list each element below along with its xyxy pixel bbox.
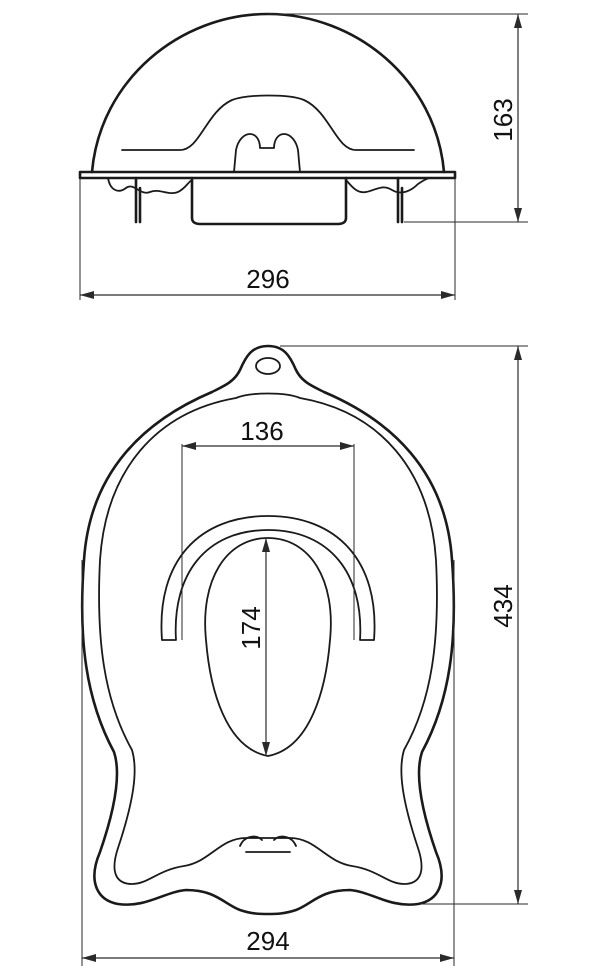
top-view-splash-guard <box>160 515 376 641</box>
side-width-label: 296 <box>246 264 289 294</box>
top-view-hanging-hole <box>255 357 281 375</box>
side-view-bowl <box>190 176 348 226</box>
dim-top-inner-length: 174 <box>236 538 270 756</box>
dim-top-total-length: 434 <box>280 345 528 905</box>
top-view-front-handle <box>239 835 297 853</box>
dim-top-inner-width: 136 <box>181 416 355 640</box>
side-view-seat-contour <box>121 94 415 151</box>
top-total-length-label: 434 <box>488 584 518 627</box>
side-view-handle <box>233 133 301 173</box>
side-view <box>78 12 457 226</box>
top-view-inner-outline <box>98 392 438 885</box>
dim-side-width: 296 <box>79 178 456 300</box>
top-view-seat-hole <box>204 537 332 757</box>
top-view <box>80 344 456 916</box>
top-width-label: 294 <box>246 926 289 956</box>
top-inner-width-label: 136 <box>240 416 283 446</box>
side-height-label: 163 <box>488 98 518 141</box>
dim-top-width: 294 <box>81 560 455 966</box>
side-view-right-skirt <box>345 177 431 194</box>
top-view-outer-outline <box>80 344 456 916</box>
top-inner-length-label: 174 <box>236 606 266 649</box>
dim-side-height: 163 <box>268 13 528 223</box>
side-view-left-skirt <box>107 177 193 195</box>
